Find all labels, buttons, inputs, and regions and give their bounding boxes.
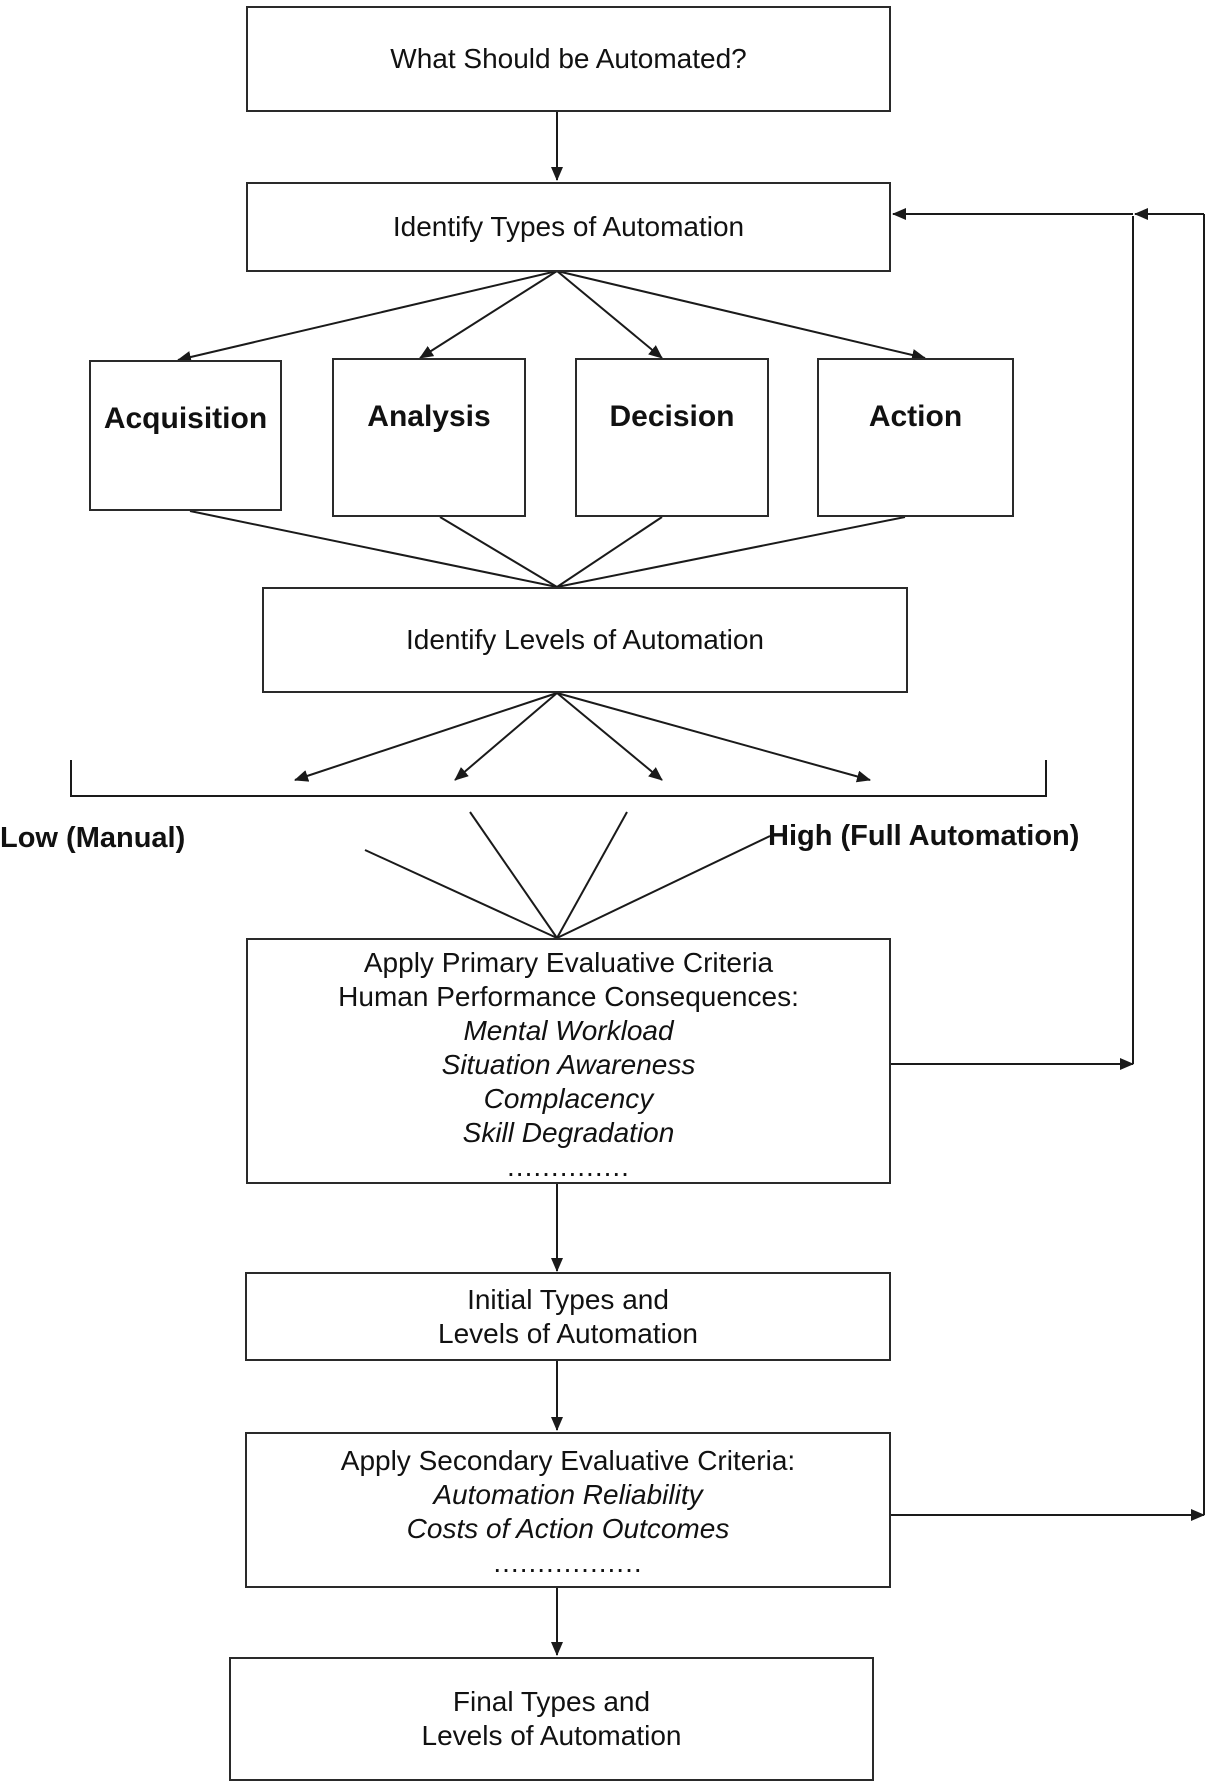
initial-types-line2: Levels of Automation [438, 1317, 698, 1349]
what-to-automate-box: What Should be Automated? [246, 6, 891, 112]
final-types-line1: Final Types and [452, 1686, 651, 1717]
primary-criteria-title: Apply Primary Evaluative Criteria [363, 947, 774, 978]
criterion-situation-awareness: Situation Awareness [441, 1049, 696, 1080]
stage-analysis-label: Analysis [367, 400, 491, 433]
identify-levels-box: Identify Levels of Automation [262, 587, 908, 693]
arrow-types-to-acquisition [177, 270, 558, 363]
stage-action-label: Action [868, 400, 963, 433]
stage-action-box: Action [817, 358, 1014, 517]
primary-criteria-ellipsis: .............. [507, 1151, 630, 1182]
primary-criteria-box: Apply Primary Evaluative Criteria Human … [246, 938, 891, 1184]
line-scale-to-primary-3 [556, 811, 628, 939]
line-analysis-to-levels [439, 516, 558, 588]
line-scale-to-primary-1 [364, 849, 558, 939]
criterion-skill-degradation: Skill Degradation [462, 1117, 675, 1148]
arrow-types-to-analysis [419, 270, 558, 359]
automation-scale-bracket [70, 760, 1047, 797]
stage-analysis-box: Analysis [332, 358, 526, 517]
arrow-types-to-action [556, 270, 926, 361]
line-scale-to-primary-2 [469, 811, 558, 939]
line-decision-to-levels [556, 516, 663, 588]
final-types-line2: Levels of Automation [421, 1720, 682, 1751]
criterion-complacency: Complacency [483, 1083, 654, 1114]
initial-types-box: Initial Types and Levels of Automation [245, 1272, 891, 1361]
identify-levels-text: Identify Levels of Automation [406, 624, 764, 655]
identify-types-text: Identify Types of Automation [392, 211, 745, 242]
secondary-criteria-title: Apply Secondary Evaluative Criteria: [340, 1445, 796, 1476]
line-action-to-levels [556, 516, 906, 588]
primary-criteria-subtitle: Human Performance Consequences: [338, 981, 799, 1012]
arrow-levels-to-scale-1 [294, 692, 558, 782]
criterion-costs-of-action-outcomes: Costs of Action Outcomes [406, 1513, 730, 1544]
identify-types-box: Identify Types of Automation [246, 182, 891, 272]
stage-decision-label: Decision [609, 400, 735, 433]
initial-types-line1: Initial Types and [467, 1283, 669, 1315]
scale-low-label: Low (Manual) [0, 822, 186, 854]
criterion-automation-reliability: Automation Reliability [433, 1479, 703, 1510]
secondary-criteria-box: Apply Secondary Evaluative Criteria: Aut… [245, 1432, 891, 1588]
stage-acquisition-label: Acquisition [103, 402, 268, 435]
arrow-levels-to-scale-2 [454, 692, 558, 781]
secondary-criteria-ellipsis: ................. [493, 1547, 643, 1578]
line-acquisition-to-levels [189, 510, 558, 588]
criterion-mental-workload: Mental Workload [463, 1015, 674, 1046]
scale-high-label: High (Full Automation) [768, 820, 1080, 852]
what-to-automate-text: What Should be Automated? [390, 43, 747, 74]
stage-decision-box: Decision [575, 358, 769, 517]
arrow-types-to-decision [556, 270, 663, 359]
final-types-box: Final Types and Levels of Automation [229, 1657, 874, 1781]
arrow-levels-to-scale-3 [556, 692, 663, 781]
line-scale-to-primary-4 [556, 835, 771, 939]
arrow-levels-to-scale-4 [556, 692, 871, 783]
stage-acquisition-box: Acquisition [89, 360, 282, 511]
